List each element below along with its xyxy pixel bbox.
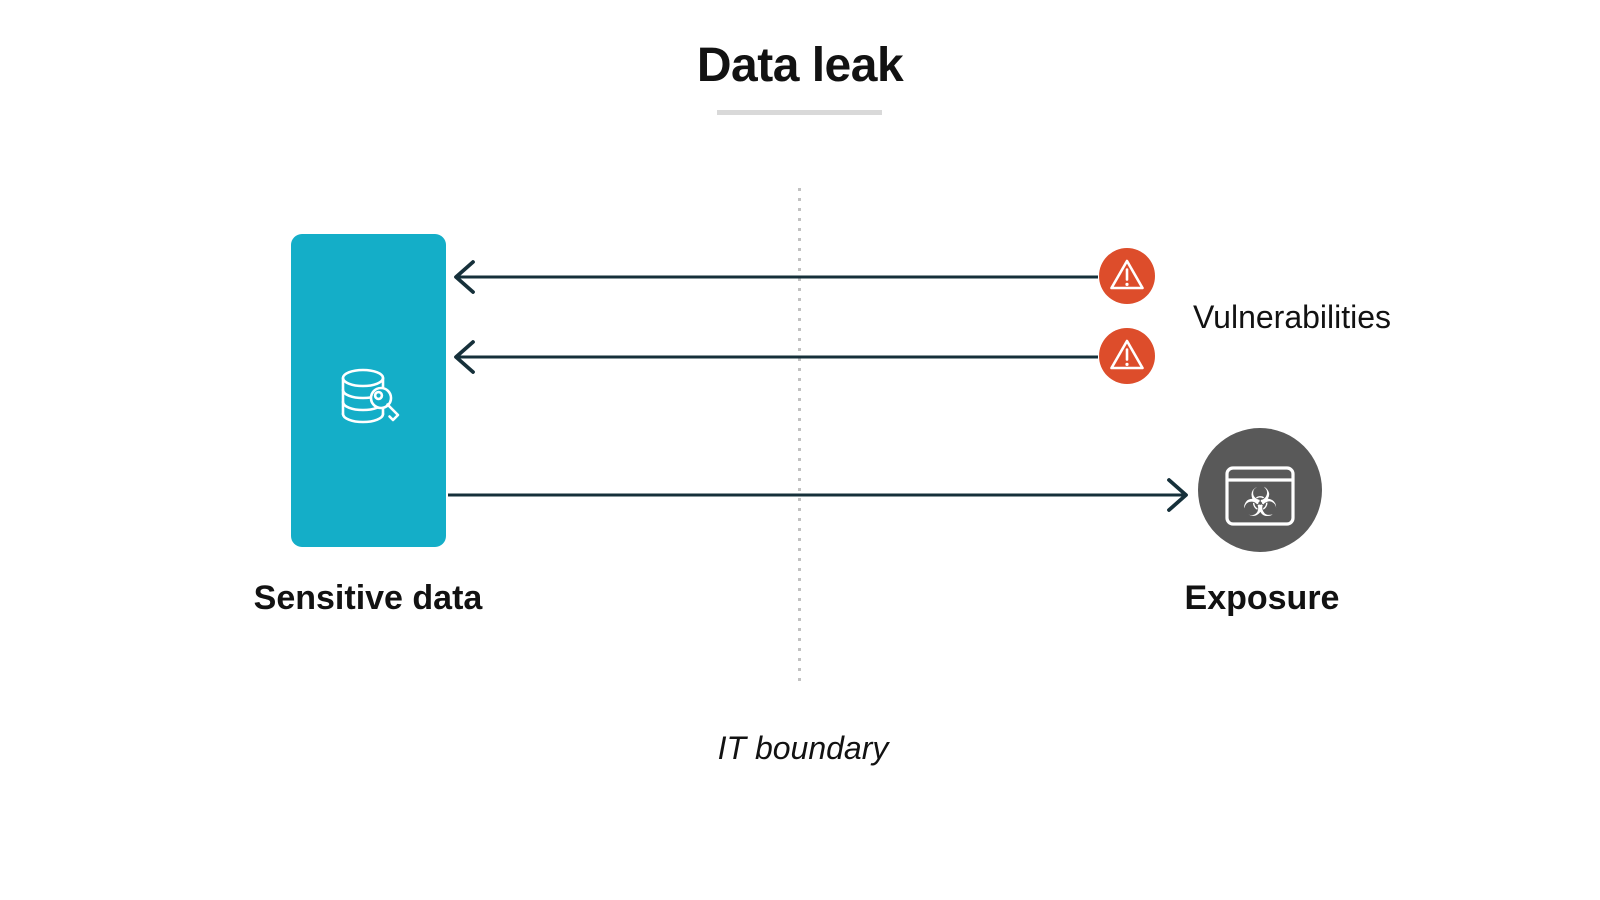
- arrow-vulnerability-1-to-data: [454, 260, 1098, 294]
- biohazard-glyph: ☣: [1242, 480, 1278, 526]
- page-title: Data leak: [696, 39, 904, 92]
- sensitive-data-label: Sensitive data: [253, 579, 483, 617]
- malware-window-icon: ☣: [1225, 466, 1295, 526]
- vulnerabilities-label: Vulnerabilities: [1193, 299, 1392, 335]
- it-boundary-label: IT boundary: [717, 730, 889, 766]
- vulnerability-badge-2: [1099, 328, 1155, 384]
- title-underline: [717, 110, 882, 115]
- arrow-data-to-exposure: [448, 478, 1188, 512]
- arrow-vulnerability-2-to-data: [454, 340, 1098, 374]
- database-key-icon: [341, 368, 400, 424]
- warning-triangle-icon: [1110, 259, 1144, 290]
- vulnerability-badge-1: [1099, 248, 1155, 304]
- sensitive-data-node: [291, 234, 446, 547]
- exposure-node: ☣: [1198, 428, 1322, 552]
- it-boundary-line: [798, 188, 801, 686]
- warning-triangle-icon: [1110, 339, 1144, 370]
- exposure-label: Exposure: [1184, 579, 1340, 617]
